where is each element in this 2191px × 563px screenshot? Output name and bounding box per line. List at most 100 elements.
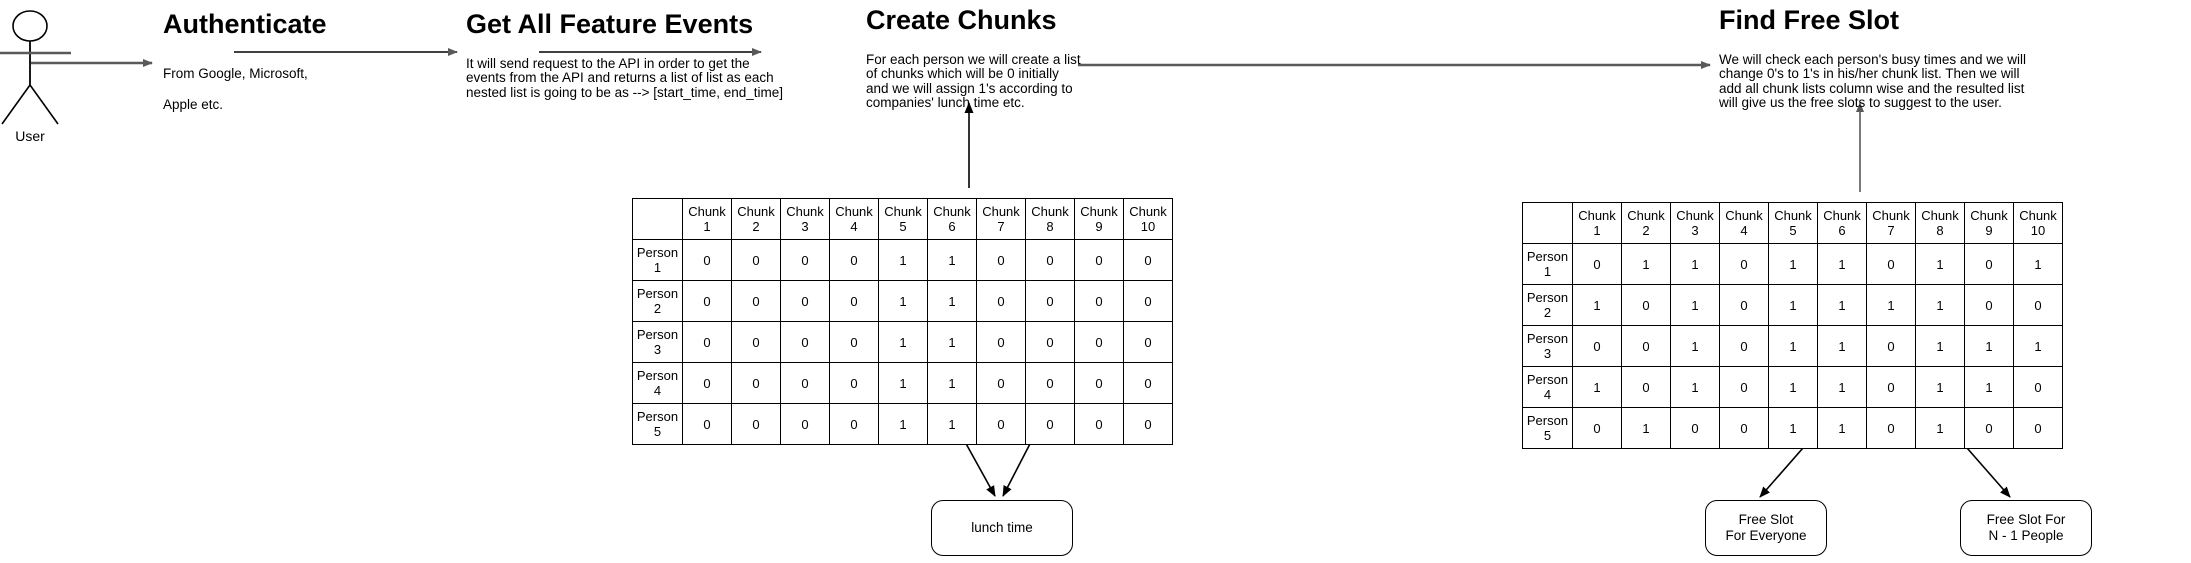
cell-p1-c8: 1 bbox=[1915, 243, 1965, 285]
row-header-person-5: Person 5 bbox=[1522, 407, 1573, 449]
cell-p2-c3: 1 bbox=[1670, 284, 1720, 326]
cell-p3-c6: 1 bbox=[927, 321, 977, 363]
column-header-chunk-9: Chunk 9 bbox=[1964, 202, 2014, 244]
cell-p3-c2: 0 bbox=[731, 321, 781, 363]
cell-p2-c2: 0 bbox=[1621, 284, 1671, 326]
cell-p3-c2: 0 bbox=[1621, 325, 1671, 367]
table-corner-cell bbox=[632, 198, 683, 240]
column-header-chunk-8: Chunk 8 bbox=[1025, 198, 1075, 240]
column-header-chunk-2: Chunk 2 bbox=[1621, 202, 1671, 244]
cell-p4-c7: 0 bbox=[976, 362, 1026, 404]
cell-p1-c9: 0 bbox=[1074, 239, 1124, 281]
column-header-chunk-3: Chunk 3 bbox=[1670, 202, 1720, 244]
cell-p4-c5: 1 bbox=[1768, 366, 1818, 408]
cell-p2-c7: 0 bbox=[976, 280, 1026, 322]
cell-p3-c1: 0 bbox=[1572, 325, 1622, 367]
cell-p1-c4: 0 bbox=[1719, 243, 1769, 285]
cell-p5-c5: 1 bbox=[1768, 407, 1818, 449]
cell-p5-c8: 0 bbox=[1025, 403, 1075, 445]
cell-p3-c6: 1 bbox=[1817, 325, 1867, 367]
cell-p3-c5: 1 bbox=[1768, 325, 1818, 367]
cell-p1-c7: 0 bbox=[976, 239, 1026, 281]
cell-p2-c9: 0 bbox=[1964, 284, 2014, 326]
cell-p2-c5: 1 bbox=[878, 280, 928, 322]
cell-p5-c9: 0 bbox=[1964, 407, 2014, 449]
cell-p4-c6: 1 bbox=[1817, 366, 1867, 408]
cell-p2-c8: 1 bbox=[1915, 284, 1965, 326]
cell-p3-c8: 0 bbox=[1025, 321, 1075, 363]
actor-label: User bbox=[15, 128, 45, 144]
stage-authenticate: Authenticate From Google, Microsoft, App… bbox=[163, 9, 327, 120]
cell-p4-c3: 1 bbox=[1670, 366, 1720, 408]
cell-p4-c2: 0 bbox=[1621, 366, 1671, 408]
column-header-chunk-6: Chunk 6 bbox=[927, 198, 977, 240]
free-slot-n-minus-1-box[interactable]: Free Slot For N - 1 People bbox=[1960, 500, 2092, 556]
column-header-chunk-10: Chunk 10 bbox=[2013, 202, 2063, 244]
cell-p2-c10: 0 bbox=[1123, 280, 1173, 322]
cell-p3-c9: 1 bbox=[1964, 325, 2014, 367]
row-header-person-4: Person 4 bbox=[632, 362, 683, 404]
free-slot-everyone-box[interactable]: Free Slot For Everyone bbox=[1705, 500, 1827, 556]
cell-p2-c1: 1 bbox=[1572, 284, 1622, 326]
cell-p5-c4: 0 bbox=[829, 403, 879, 445]
cell-p4-c8: 1 bbox=[1915, 366, 1965, 408]
cell-p5-c3: 0 bbox=[780, 403, 830, 445]
column-header-chunk-1: Chunk 1 bbox=[682, 198, 732, 240]
column-header-chunk-6: Chunk 6 bbox=[1817, 202, 1867, 244]
cell-p4-c10: 0 bbox=[2013, 366, 2063, 408]
lunch-time-box[interactable]: lunch time bbox=[931, 500, 1073, 556]
row-header-person-3: Person 3 bbox=[1522, 325, 1573, 367]
cell-p1-c5: 1 bbox=[878, 239, 928, 281]
cell-p2-c9: 0 bbox=[1074, 280, 1124, 322]
cell-p3-c9: 0 bbox=[1074, 321, 1124, 363]
column-header-chunk-7: Chunk 7 bbox=[1866, 202, 1916, 244]
cell-p4-c1: 1 bbox=[1572, 366, 1622, 408]
cell-p4-c4: 0 bbox=[829, 362, 879, 404]
stage-title-authenticate: Authenticate bbox=[163, 9, 327, 39]
stick-figure-icon bbox=[0, 10, 71, 125]
cell-p3-c1: 0 bbox=[682, 321, 732, 363]
cell-p2-c5: 1 bbox=[1768, 284, 1818, 326]
row-header-person-4: Person 4 bbox=[1522, 366, 1573, 408]
cell-p5-c6: 1 bbox=[1817, 407, 1867, 449]
cell-p5-c10: 0 bbox=[2013, 407, 2063, 449]
cell-p3-c3: 0 bbox=[780, 321, 830, 363]
cell-p3-c10: 1 bbox=[2013, 325, 2063, 367]
cell-p1-c8: 0 bbox=[1025, 239, 1075, 281]
cell-p4-c3: 0 bbox=[780, 362, 830, 404]
column-header-chunk-4: Chunk 4 bbox=[829, 198, 879, 240]
row-header-person-1: Person 1 bbox=[1522, 243, 1573, 285]
column-header-chunk-4: Chunk 4 bbox=[1719, 202, 1769, 244]
cell-p4-c8: 0 bbox=[1025, 362, 1075, 404]
cell-p3-c5: 1 bbox=[878, 321, 928, 363]
cell-p5-c2: 1 bbox=[1621, 407, 1671, 449]
arrow-chunk6-to-lunch bbox=[1002, 439, 1033, 497]
cell-p2-c10: 0 bbox=[2013, 284, 2063, 326]
row-header-person-1: Person 1 bbox=[632, 239, 683, 281]
cell-p4-c9: 1 bbox=[1964, 366, 2014, 408]
cell-p5-c9: 0 bbox=[1074, 403, 1124, 445]
cell-p5-c1: 0 bbox=[1572, 407, 1622, 449]
stage-description-authenticate: From Google, Microsoft, Apple etc. bbox=[163, 65, 308, 112]
stage-description-create-chunks: For each person we will create a list of… bbox=[866, 51, 1081, 111]
table-corner-cell bbox=[1522, 202, 1573, 244]
cell-p4-c7: 0 bbox=[1866, 366, 1916, 408]
cell-p5-c3: 0 bbox=[1670, 407, 1720, 449]
cell-p2-c6: 1 bbox=[927, 280, 977, 322]
cell-p2-c4: 0 bbox=[829, 280, 879, 322]
